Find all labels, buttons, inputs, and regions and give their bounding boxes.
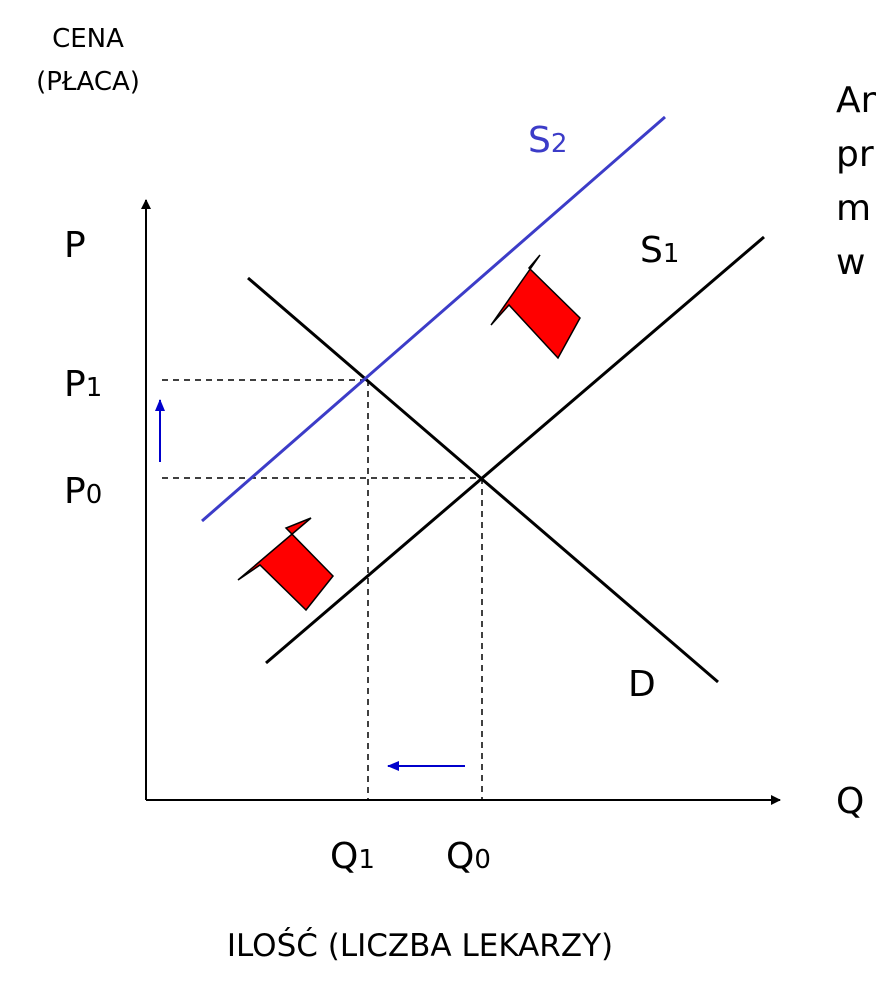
side-text-line4: w xyxy=(836,242,865,283)
y-axis-title-line1: CENA xyxy=(52,24,124,54)
demand-label: D xyxy=(628,664,656,705)
y-axis-title-line2: (PŁACA) xyxy=(36,67,140,97)
x-axis-symbol: Q xyxy=(836,781,864,822)
supply-label-s1: S1 xyxy=(640,230,679,271)
x-axis-caption: ILOŚĆ (LICZBA LEKARZY) xyxy=(227,927,613,964)
demand-curve xyxy=(247,276,719,684)
price-label-p1: P1 xyxy=(64,364,102,405)
y-axis-symbol: P xyxy=(64,225,86,266)
shift-arrow-upper xyxy=(490,254,581,360)
side-text-line3: m xyxy=(836,188,871,229)
shift-arrow-lower xyxy=(237,517,334,612)
supply-curve-s2 xyxy=(201,115,666,523)
quantity-label-q0: Q0 xyxy=(446,836,491,877)
side-text-line1: An xyxy=(836,80,876,121)
side-text-line2: pr xyxy=(836,134,874,175)
supply-curve-s1 xyxy=(265,235,765,665)
quantity-label-q1: Q1 xyxy=(330,836,375,877)
price-label-p0: P0 xyxy=(64,471,102,512)
supply-label-s2: S2 xyxy=(528,120,567,161)
